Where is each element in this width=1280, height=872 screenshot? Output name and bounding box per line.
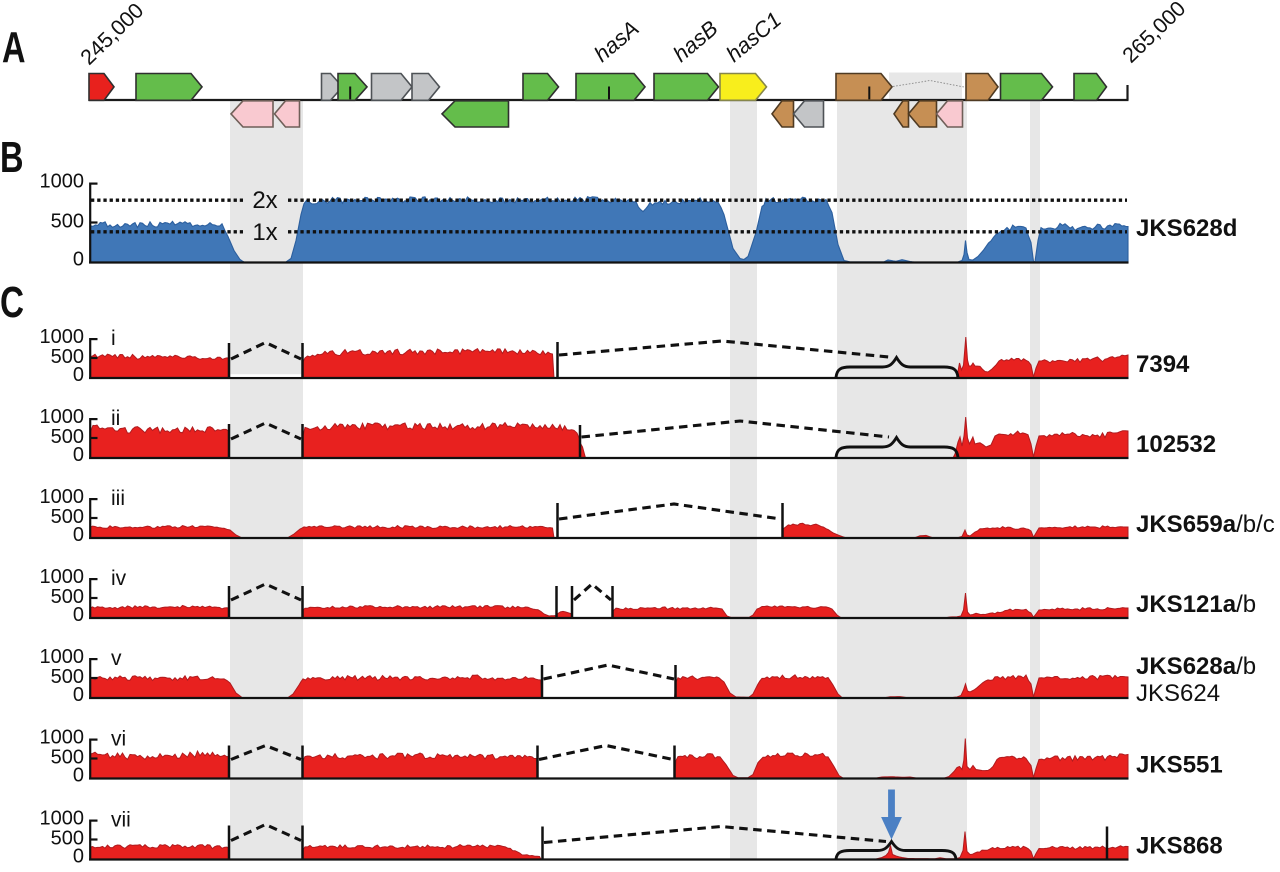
- svg-text:JKS628a/b: JKS628a/b: [1136, 653, 1256, 680]
- svg-text:ii: ii: [111, 407, 120, 430]
- svg-text:500: 500: [51, 828, 84, 850]
- svg-text:iv: iv: [111, 567, 127, 590]
- svg-text:265,000: 265,000: [1118, 0, 1191, 68]
- svg-text:JKS624: JKS624: [1136, 680, 1220, 707]
- svg-text:hasA: hasA: [589, 15, 643, 66]
- svg-text:vi: vi: [111, 728, 126, 751]
- svg-text:500: 500: [51, 211, 84, 233]
- svg-text:i: i: [111, 327, 116, 350]
- svg-text:hasC1: hasC1: [721, 7, 786, 67]
- svg-text:500: 500: [51, 666, 84, 688]
- svg-text:0: 0: [73, 249, 84, 271]
- svg-text:JKS121a/b: JKS121a/b: [1136, 591, 1256, 618]
- svg-text:245,000: 245,000: [76, 0, 149, 70]
- svg-text:1000: 1000: [40, 326, 85, 348]
- svg-text:vii: vii: [111, 809, 131, 832]
- svg-text:1000: 1000: [40, 486, 85, 508]
- svg-text:0: 0: [73, 524, 84, 546]
- svg-text:iii: iii: [111, 487, 125, 510]
- svg-text:500: 500: [51, 426, 84, 448]
- svg-text:7394: 7394: [1136, 351, 1190, 378]
- svg-text:0: 0: [73, 604, 84, 626]
- svg-text:0: 0: [73, 765, 84, 787]
- svg-text:2x: 2x: [252, 187, 277, 214]
- svg-text:1000: 1000: [40, 406, 85, 428]
- svg-text:JKS628d: JKS628d: [1136, 215, 1237, 242]
- svg-text:0: 0: [73, 444, 84, 466]
- svg-text:0: 0: [73, 364, 84, 386]
- svg-text:500: 500: [51, 586, 84, 608]
- svg-text:v: v: [111, 647, 122, 670]
- svg-text:500: 500: [51, 506, 84, 528]
- svg-text:1000: 1000: [40, 727, 85, 749]
- svg-text:B: B: [0, 133, 24, 182]
- svg-text:0: 0: [73, 846, 84, 868]
- svg-text:JKS659a/b/c: JKS659a/b/c: [1136, 511, 1275, 538]
- svg-text:0: 0: [73, 684, 84, 706]
- svg-text:JKS551: JKS551: [1136, 752, 1223, 779]
- svg-text:hasB: hasB: [668, 15, 722, 66]
- svg-text:1000: 1000: [40, 566, 85, 588]
- svg-text:C: C: [0, 278, 24, 327]
- svg-text:1000: 1000: [40, 808, 85, 830]
- svg-text:102532: 102532: [1136, 431, 1216, 458]
- svg-text:1000: 1000: [40, 171, 85, 193]
- svg-text:JKS868: JKS868: [1136, 833, 1223, 860]
- svg-text:500: 500: [51, 346, 84, 368]
- svg-text:1000: 1000: [40, 646, 85, 668]
- svg-text:500: 500: [51, 747, 84, 769]
- svg-text:1x: 1x: [252, 219, 277, 246]
- svg-text:A: A: [2, 23, 26, 72]
